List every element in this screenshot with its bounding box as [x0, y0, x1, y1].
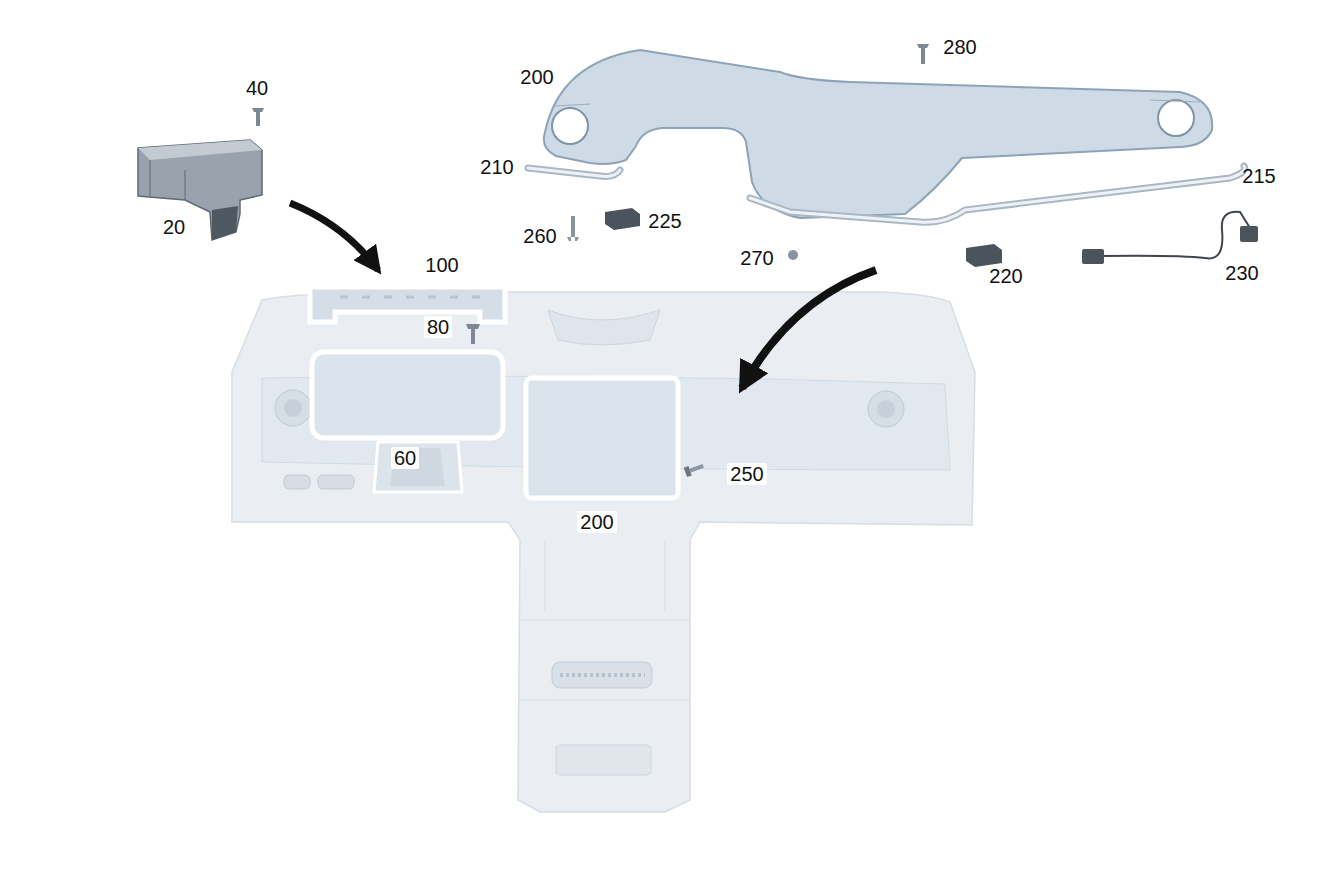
callout-number: 40: [246, 77, 268, 99]
assembly-arrow: [290, 203, 378, 270]
module-part: [138, 140, 262, 240]
callout-number: 60: [391, 447, 419, 469]
callout-number: 250: [727, 463, 766, 485]
callout-number: 200: [577, 511, 616, 533]
callout-number: 260: [523, 225, 556, 247]
callout-number: 20: [163, 216, 185, 238]
callout-number: 200: [520, 66, 553, 88]
trim-panel: [528, 50, 1245, 222]
callout-number: 210: [480, 156, 513, 178]
dashboard: [232, 287, 975, 812]
callout-number: 270: [740, 247, 773, 269]
assembly-arrow: [742, 270, 876, 388]
callout-number: 230: [1225, 262, 1258, 284]
callout-number: 215: [1242, 165, 1275, 187]
callout-number: 100: [425, 254, 458, 276]
callout-number: 225: [648, 210, 681, 232]
callout-number: 80: [424, 316, 452, 338]
callout-number: 220: [989, 265, 1022, 287]
callout-number: 280: [943, 36, 976, 58]
